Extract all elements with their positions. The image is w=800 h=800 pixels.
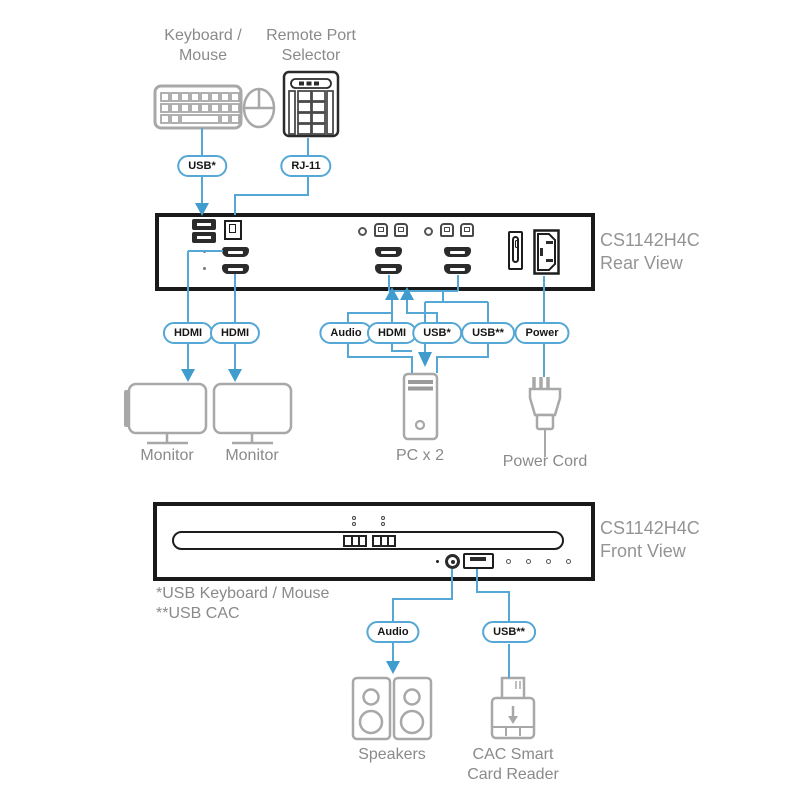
keyboard-icon [153, 84, 243, 130]
panel-dot [436, 560, 439, 563]
speakers-icon [351, 676, 433, 741]
hdmi-in-port [444, 264, 471, 274]
usb-a-port [192, 232, 216, 243]
monitor-icon [124, 382, 208, 445]
monitor-label: Monitor [140, 447, 194, 464]
panel-dot [203, 250, 206, 253]
front-panel [153, 502, 595, 581]
rear-panel [155, 213, 595, 291]
power-cord-label: Power Cord [502, 453, 588, 470]
usb-b-port [440, 223, 454, 237]
selector-dot [381, 516, 385, 520]
pc-icon [402, 372, 439, 441]
usb-b-port [460, 223, 474, 237]
power-inlet-c14 [533, 229, 560, 275]
usb-b-port [374, 223, 388, 237]
front-bezel [172, 531, 564, 550]
port-selection-switch [372, 535, 396, 547]
usb-connector-pill: USB* [412, 322, 462, 344]
audio-in-jack [424, 227, 433, 236]
usb-connector-pill: USB* [177, 155, 227, 177]
mouse-icon [242, 87, 276, 129]
power-inlet-glyph [533, 229, 560, 275]
usb-cac-connector-pill: USB** [461, 322, 515, 344]
rj11-connector-pill: RJ-11 [280, 155, 332, 177]
hdmi-connector-pill: HDMI [209, 322, 261, 344]
audio-connector-pill: Audio [366, 621, 420, 643]
panel-dot [203, 267, 206, 270]
front-audio-jack [445, 554, 460, 569]
status-led [506, 559, 511, 564]
footnote-cac: **USB CAC [156, 605, 240, 622]
hdmi-out-port [222, 247, 249, 257]
hdmi-in-port [375, 264, 402, 274]
remote-port-selector-label: Remote Port Selector [266, 27, 356, 64]
monitor-label: Monitor [225, 447, 279, 464]
usb-b-port [394, 223, 408, 237]
usb-cac-connector-pill: USB** [482, 621, 536, 643]
power-switch [508, 231, 523, 270]
rear-view-label: CS1142H4C Rear View [600, 230, 700, 273]
status-led [526, 559, 531, 564]
speakers-label: Speakers [358, 746, 426, 763]
cac-reader-label: CAC Smart Card Reader [467, 746, 559, 783]
hdmi-in-port [444, 247, 471, 257]
status-led [546, 559, 551, 564]
hdmi-connector-pill: HDMI [366, 322, 418, 344]
front-usb-port [463, 553, 494, 569]
port-selection-switch [343, 535, 367, 547]
audio-connector-pill: Audio [319, 322, 373, 344]
remote-port-selector-icon [282, 70, 340, 138]
selector-dot [352, 522, 356, 526]
hdmi-in-port [375, 247, 402, 257]
selector-dot [352, 516, 356, 520]
power-connector-pill: Power [514, 322, 570, 344]
usb-a-port [192, 219, 216, 230]
keyboard-mouse-label: Keyboard / Mouse [164, 27, 242, 64]
selector-dot [381, 522, 385, 526]
status-led [566, 559, 571, 564]
audio-in-jack [358, 227, 367, 236]
footnote-usb: *USB Keyboard / Mouse [156, 585, 330, 602]
pc-label: PC x 2 [395, 447, 445, 464]
hdmi-out-port [222, 264, 249, 274]
front-view-label: CS1142H4C Front View [600, 518, 700, 561]
monitor-icon [212, 382, 293, 445]
hdmi-connector-pill: HDMI [162, 322, 214, 344]
power-cord-icon [528, 377, 562, 457]
cac-card-reader-icon [490, 676, 536, 740]
rj11-port [224, 220, 242, 240]
